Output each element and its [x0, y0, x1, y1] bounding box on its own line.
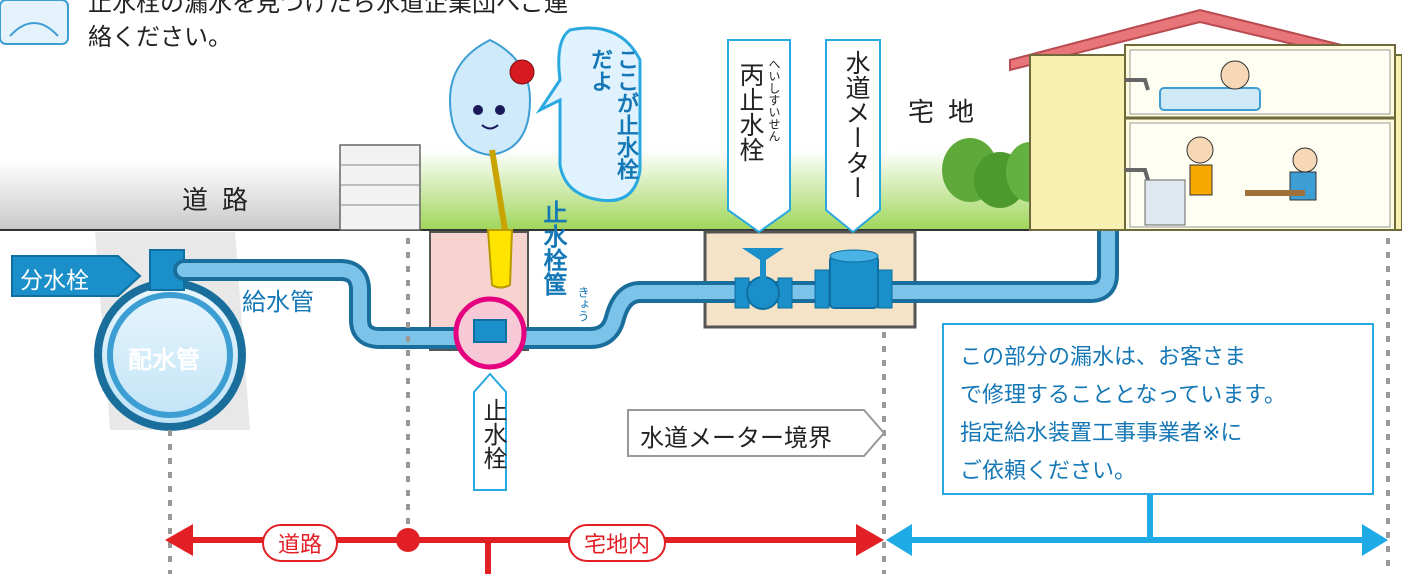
range-arrows — [165, 495, 1388, 574]
block-wall — [339, 144, 421, 231]
road-label: 道路 — [182, 186, 263, 216]
road-range-pill: 道路 — [262, 524, 339, 562]
notice-line-4: ご依頼ください。 — [960, 459, 1137, 484]
speaker-avatar-icon — [0, 0, 69, 45]
gate-valve-graphic — [734, 248, 793, 310]
branch-tap-label: 分水栓 — [20, 268, 89, 294]
notice-line-1: この部分の漏水は、お客さま — [960, 345, 1247, 370]
notice-line-2: で修理することとなっています。 — [960, 383, 1287, 408]
mascot — [448, 38, 535, 289]
stop-valve-callout-shape — [473, 372, 507, 491]
residential-label: 宅地 — [908, 98, 989, 128]
stop-valve-body — [473, 319, 507, 343]
meter-boundary-label: 水道メーター境界 — [640, 424, 832, 452]
intro-line-2: 絡ください。 — [88, 23, 232, 51]
residential-range-pill: 宅地内 — [568, 524, 667, 562]
water-meter-label: 水道メーター — [842, 50, 871, 200]
house — [1009, 8, 1402, 231]
stop-valve-label: 止水栓 — [479, 398, 507, 470]
mascot-bubble-text: ここが止水栓だよ — [587, 48, 638, 180]
customer-repair-notice: この部分の漏水は、お客さま で修理することとなっています。 指定給水装置工事事業… — [942, 323, 1374, 495]
boundary-dots — [168, 238, 1390, 574]
mascot-speech-bubble — [535, 26, 642, 203]
meter-boundary-shape — [627, 409, 886, 457]
gate-valve-callout-shape — [727, 39, 791, 234]
intro-line-1: 止水栓の漏水を見つけたら水道企業団へご連 — [88, 0, 568, 17]
water-meter-graphic — [814, 249, 893, 309]
gate-valve-ruby: へいしすいせん — [767, 58, 781, 142]
intro-text: 止水栓の漏水を見つけたら水道企業団へご連 絡ください。 — [88, 0, 688, 54]
supply-pipe-label: 給水管 — [242, 288, 314, 316]
distribution-main-label: 配水管 — [128, 346, 200, 374]
water-meter-callout-shape — [825, 39, 881, 234]
stop-valve-box-ruby: きょう — [576, 286, 590, 322]
stop-valve-box-label: 止水栓筺 — [539, 200, 567, 296]
gate-valve-label: 丙止水栓 — [736, 62, 765, 162]
branch-tap-tag-shape — [11, 255, 142, 297]
notice-line-3: 指定給水装置工事事業者※に — [960, 421, 1243, 446]
